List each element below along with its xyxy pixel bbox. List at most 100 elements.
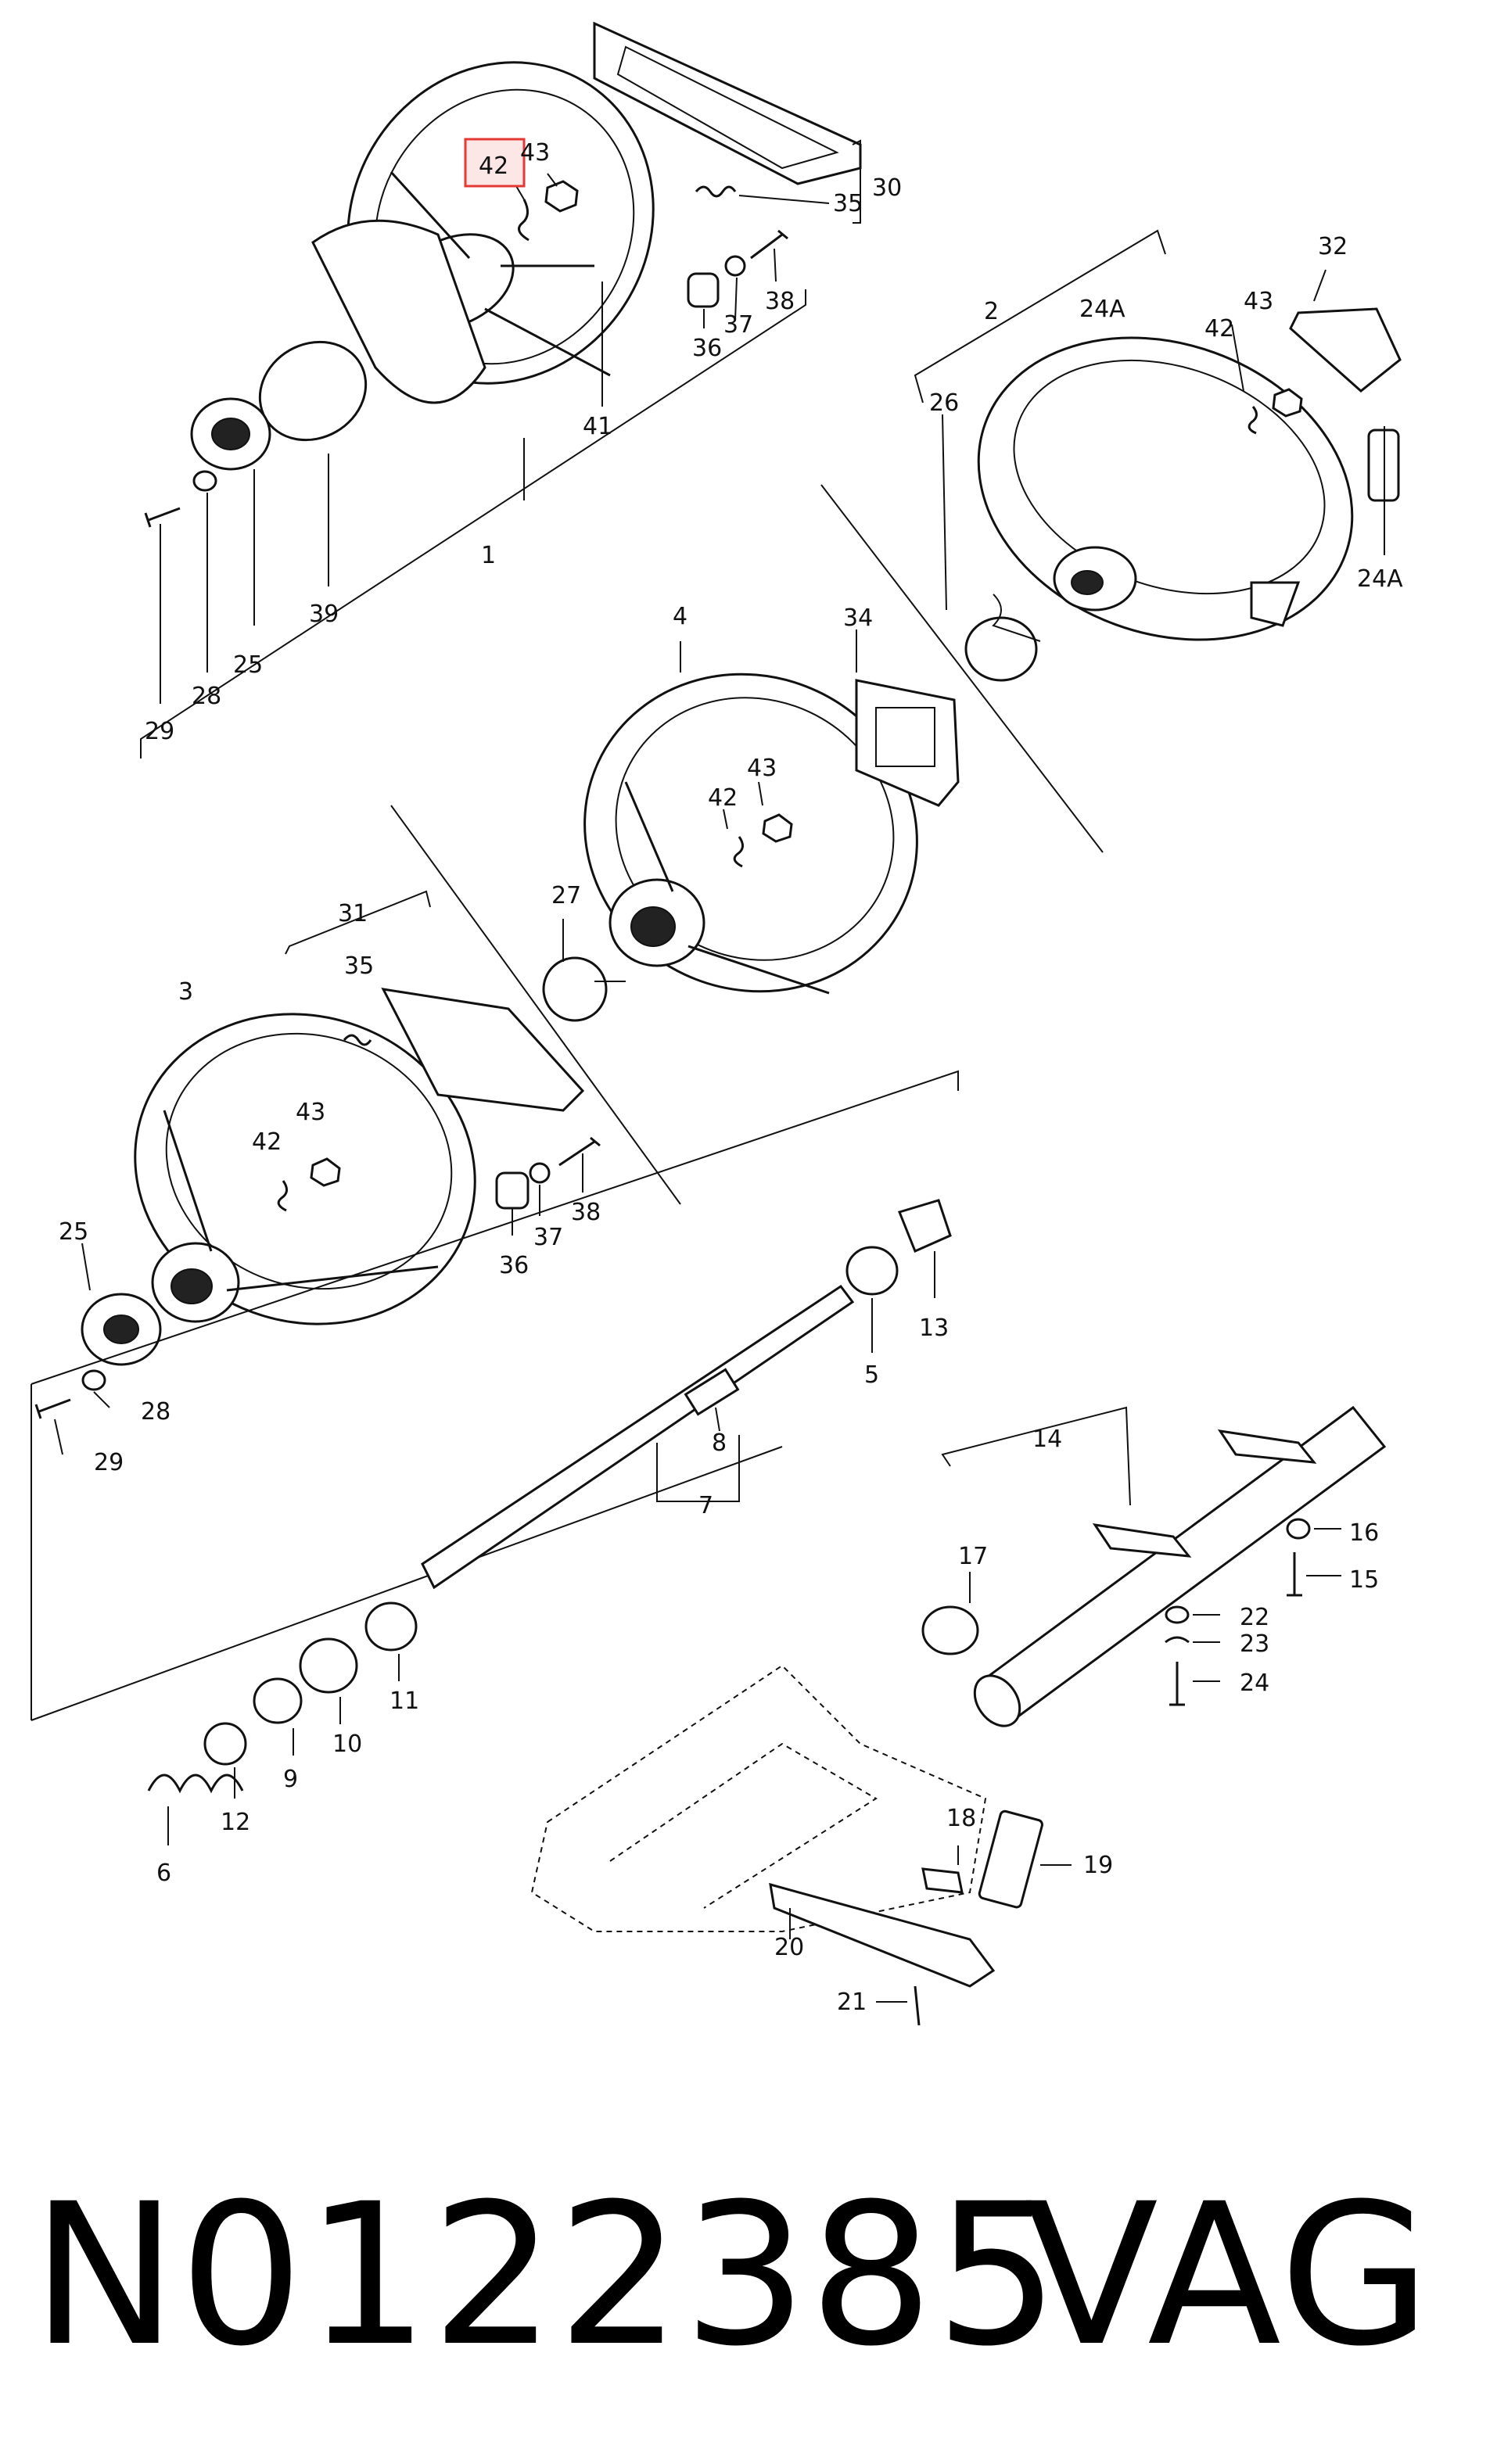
label-part-1: 1 bbox=[481, 542, 496, 569]
wheel-4-rim bbox=[583, 672, 918, 993]
label-part-26: 26 bbox=[929, 389, 959, 417]
label-part-3: 3 bbox=[178, 978, 193, 1006]
bush-36-top bbox=[687, 272, 720, 308]
contact-ring-26-wire bbox=[992, 594, 1041, 642]
washer-16 bbox=[1286, 1518, 1311, 1540]
horn-pad-30 bbox=[593, 21, 862, 185]
group-1-bracket bbox=[140, 289, 806, 759]
wheel-4-spokes bbox=[624, 781, 830, 995]
label-part-43-left: 43 bbox=[296, 1099, 325, 1126]
wheel-2-slot bbox=[1250, 581, 1301, 627]
clip-42-top bbox=[518, 199, 530, 242]
wheel-3-rim-inner bbox=[165, 1032, 453, 1290]
mounting-frame-outline bbox=[530, 1664, 987, 1932]
label-part-20: 20 bbox=[774, 1934, 804, 1961]
diagram-canvas: 42 43 35 30 36 37 38 41 1 39 25 28 29 2 … bbox=[31, 21, 1403, 2026]
label-part-14: 14 bbox=[1032, 1426, 1062, 1453]
label-part-17: 17 bbox=[958, 1543, 988, 1570]
label-part-4: 4 bbox=[673, 603, 687, 630]
label-part-30: 30 bbox=[872, 174, 902, 202]
sleeve-13 bbox=[897, 1199, 952, 1254]
label-part-35: 35 bbox=[833, 190, 863, 217]
label-part-5: 5 bbox=[864, 1361, 879, 1389]
horn-pad-31 bbox=[381, 988, 585, 1112]
label-part-24: 24 bbox=[1240, 1670, 1269, 1697]
screw-21 bbox=[914, 1985, 921, 2026]
wheel-4-hub-core bbox=[630, 906, 676, 947]
label-part-16: 16 bbox=[1349, 1519, 1379, 1547]
jacket-tube bbox=[979, 1405, 1387, 1723]
trim-20 bbox=[769, 1882, 996, 1988]
label-part-18: 18 bbox=[946, 1805, 976, 1832]
emblem-32 bbox=[1289, 307, 1402, 393]
column-bracket-lower bbox=[31, 1446, 783, 1721]
label-part-29: 29 bbox=[145, 718, 174, 745]
nut-43-right bbox=[1272, 388, 1303, 418]
shaft-clip-8 bbox=[684, 1368, 740, 1416]
label-part-43: 43 bbox=[520, 139, 550, 167]
spring-35-top bbox=[695, 185, 737, 198]
label-part-42-mid: 42 bbox=[708, 784, 738, 812]
slip-ring-25-core bbox=[211, 418, 250, 450]
label-part-41: 41 bbox=[583, 413, 612, 440]
label-part-10: 10 bbox=[332, 1731, 362, 1758]
label-part-28-left: 28 bbox=[141, 1398, 171, 1426]
washer-28-top bbox=[192, 470, 217, 492]
wheel-4-rim-inner bbox=[615, 697, 895, 961]
washer-37-top bbox=[724, 255, 746, 277]
nut-43-top bbox=[544, 180, 579, 213]
washer-28-left bbox=[81, 1369, 106, 1391]
label-part-25: 25 bbox=[233, 651, 263, 679]
label-part-19: 19 bbox=[1083, 1852, 1113, 1879]
label-part-23: 23 bbox=[1240, 1630, 1269, 1658]
label-part-36: 36 bbox=[692, 335, 722, 362]
bush-17 bbox=[921, 1605, 979, 1655]
group-3-divider bbox=[390, 805, 681, 1205]
slip-ring-27 bbox=[542, 956, 608, 1022]
wheel-3-hub-core bbox=[171, 1268, 213, 1304]
clip-42-left bbox=[277, 1180, 288, 1212]
highlight-box-42 bbox=[464, 138, 526, 188]
bearing-5 bbox=[845, 1246, 899, 1296]
bolt-29-top bbox=[144, 507, 181, 528]
column-leaders bbox=[167, 1251, 935, 1845]
bearing-10 bbox=[299, 1637, 358, 1694]
screw-38-top bbox=[750, 229, 788, 260]
label-part-24a-top: 24A bbox=[1079, 296, 1125, 323]
label-part-21: 21 bbox=[837, 1989, 867, 2016]
label-part-43-right: 43 bbox=[1244, 288, 1273, 315]
bush-36-mid bbox=[495, 1171, 530, 1210]
screw-38-mid bbox=[558, 1136, 601, 1167]
wheel-2-rim-inner bbox=[1013, 359, 1326, 595]
label-part-38: 38 bbox=[765, 288, 795, 315]
group-14-leaders bbox=[969, 1528, 1341, 1682]
clip-42-mid bbox=[733, 836, 744, 868]
label-part-35-mid: 35 bbox=[344, 952, 374, 980]
label-part-27: 27 bbox=[551, 882, 581, 909]
label-part-13: 13 bbox=[919, 1314, 949, 1342]
label-part-39: 39 bbox=[309, 601, 339, 628]
label-part-24a-bottom: 24A bbox=[1357, 565, 1403, 593]
horn-pad-34-inner bbox=[875, 707, 935, 767]
wheel-3-rim bbox=[134, 1013, 476, 1325]
bearing-11 bbox=[364, 1601, 418, 1652]
spring-6 bbox=[147, 1774, 244, 1794]
nut-43-mid bbox=[762, 813, 793, 843]
group-2-leaders bbox=[942, 269, 1385, 611]
group-2-divider bbox=[820, 484, 1104, 853]
label-part-22: 22 bbox=[1240, 1604, 1269, 1631]
label-part-43-mid: 43 bbox=[747, 755, 777, 782]
clip-42-right bbox=[1248, 406, 1258, 435]
label-part-12: 12 bbox=[221, 1809, 250, 1836]
nut-43-left bbox=[310, 1157, 341, 1187]
steering-shaft bbox=[421, 1284, 855, 1590]
bolt-29-left bbox=[34, 1398, 71, 1419]
wheel-assembly-2 bbox=[820, 229, 1402, 853]
label-part-11: 11 bbox=[390, 1687, 419, 1715]
wheel-2-hub-core bbox=[1071, 570, 1104, 595]
panel-19 bbox=[978, 1809, 1043, 1909]
mounting-frame-inner bbox=[609, 1742, 878, 1909]
group-4-leaders bbox=[562, 629, 857, 962]
label-part-38-mid: 38 bbox=[571, 1199, 601, 1226]
ring-12 bbox=[203, 1722, 247, 1766]
